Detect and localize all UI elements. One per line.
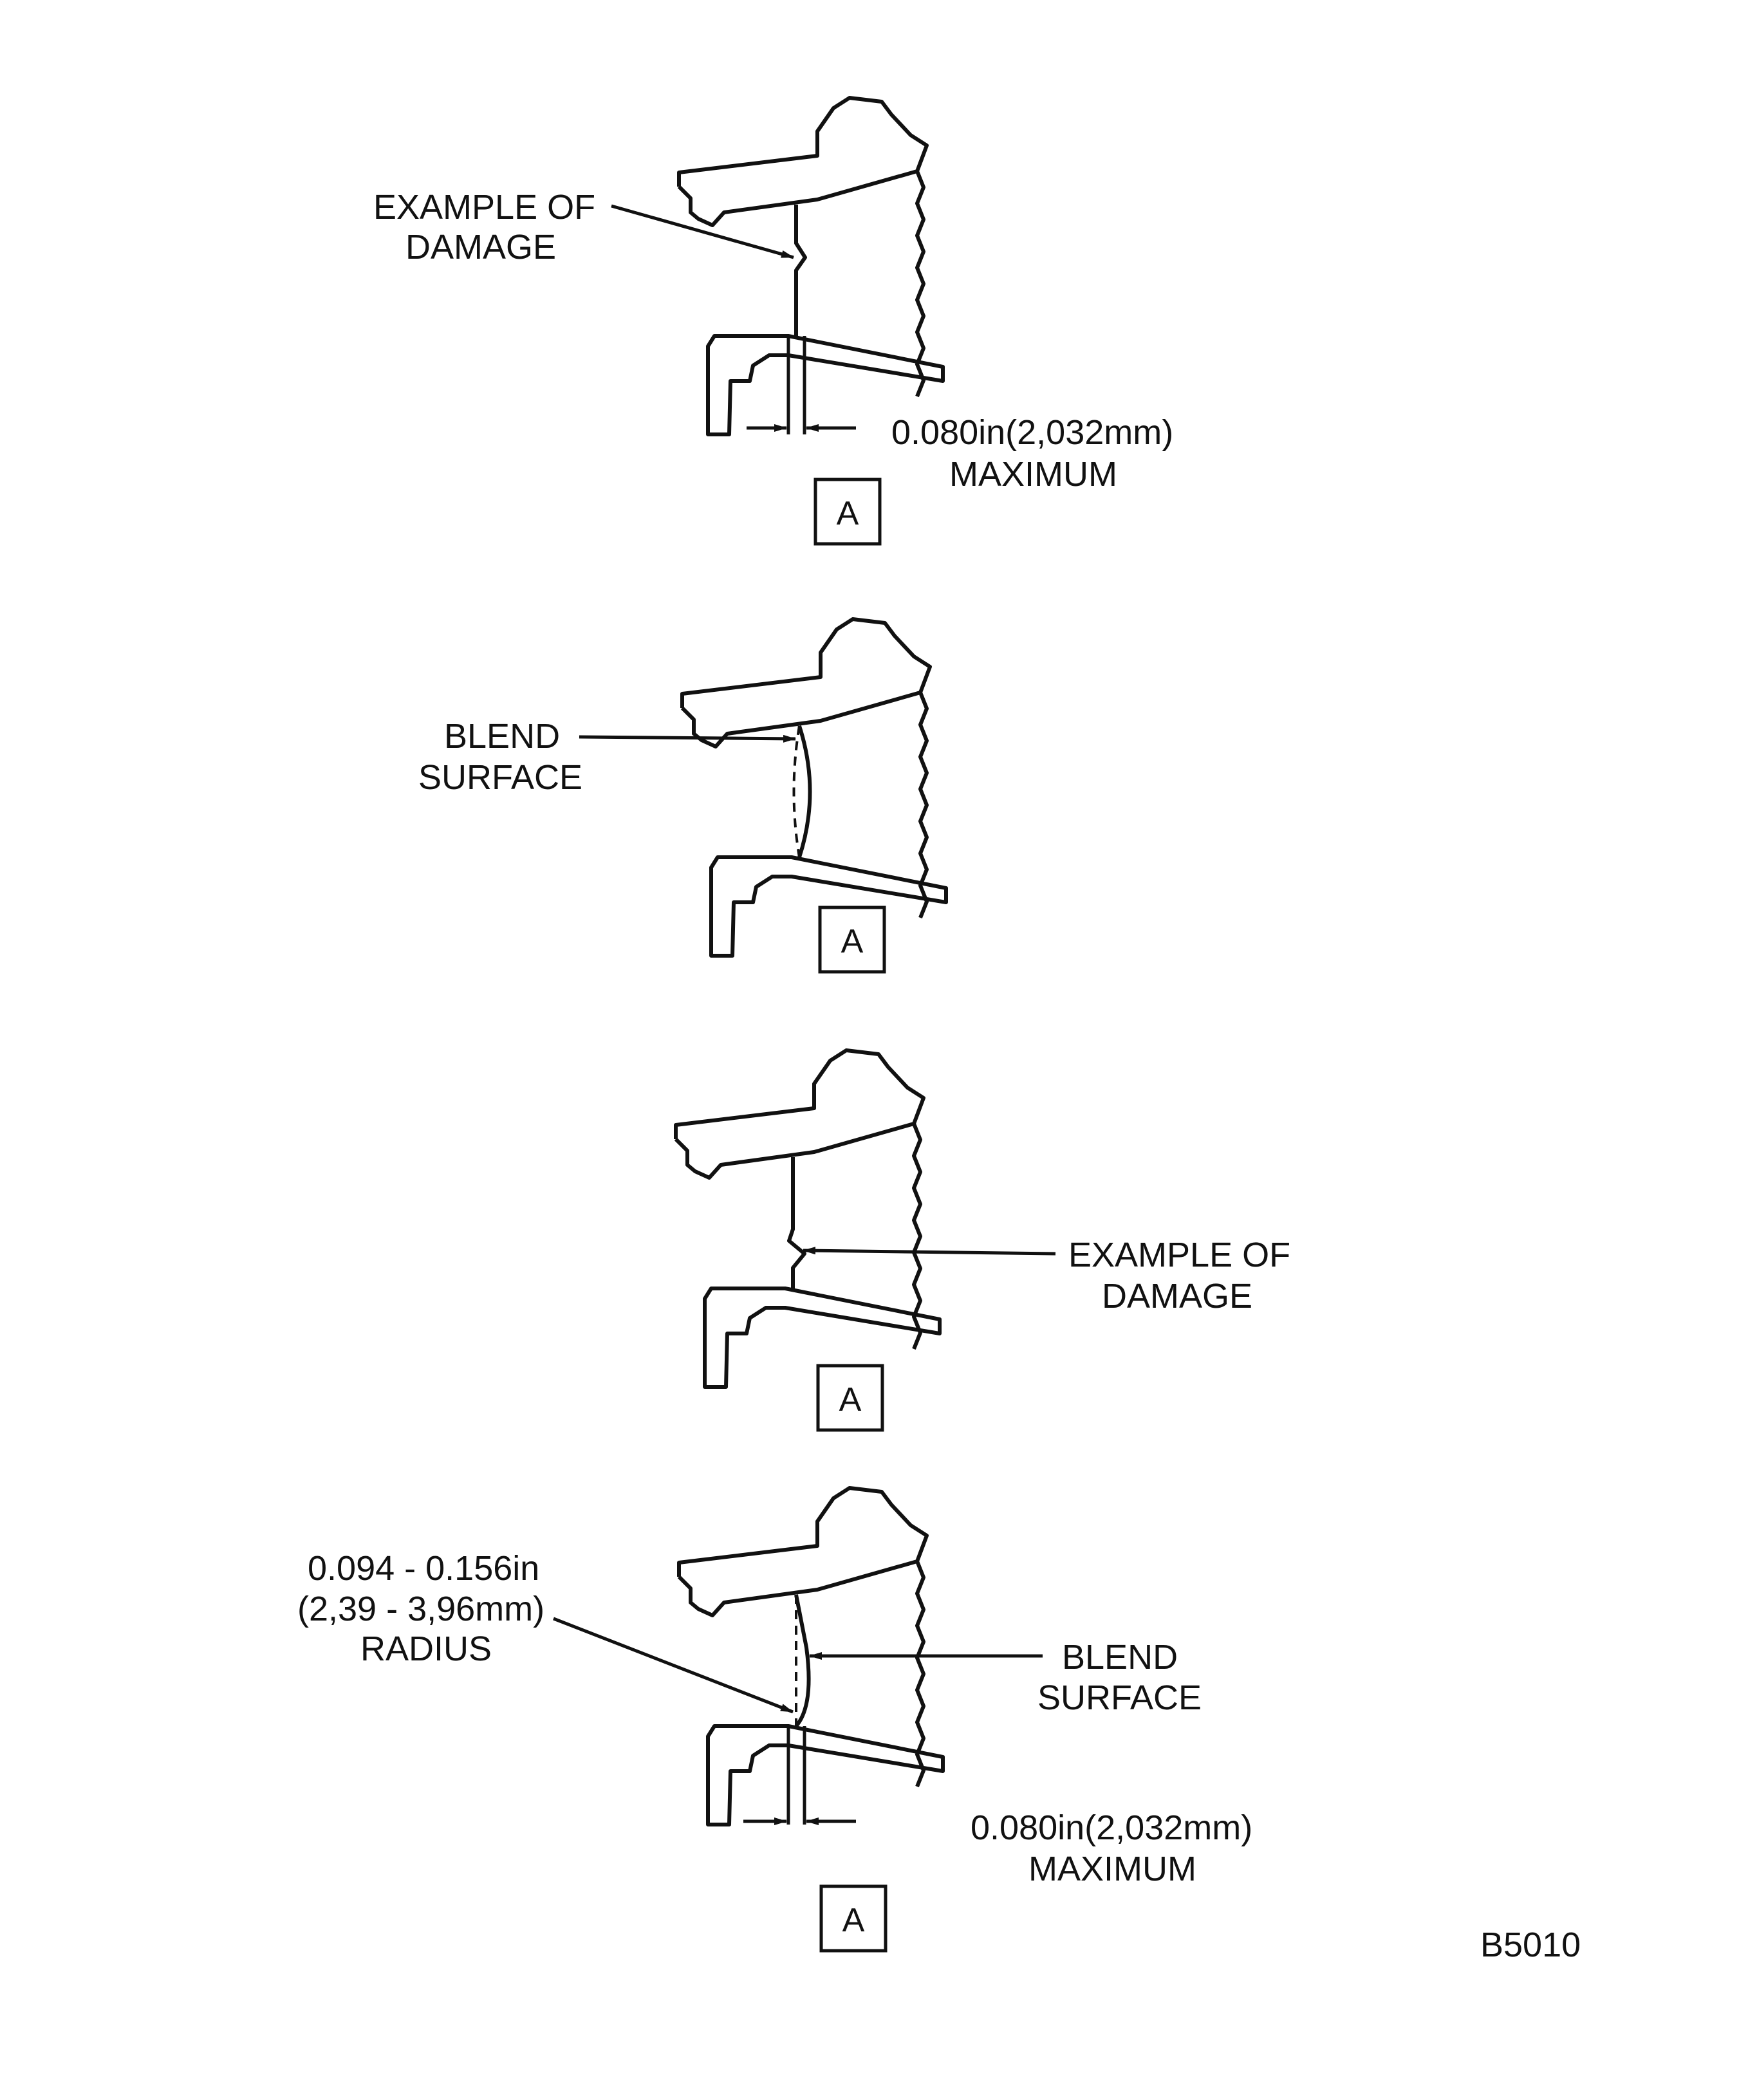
blade-section	[679, 98, 943, 434]
view-label-box	[819, 1884, 888, 1953]
leading-edge-damage	[787, 1157, 806, 1288]
damage-leader-3	[803, 1247, 1056, 1256]
figure-id: B5010	[1480, 1926, 1581, 1964]
view-label: A	[839, 1381, 862, 1418]
view-2	[682, 619, 946, 956]
blade-section	[676, 1050, 940, 1387]
blade-section	[682, 619, 946, 956]
view-label: A	[842, 1902, 865, 1939]
original-edge-dashed	[792, 725, 801, 858]
callout-dim-line1: 0.080in(2,032mm)	[971, 1808, 1252, 1847]
callout-radius-line3: RADIUS	[360, 1630, 492, 1668]
callout-dim-line1: 0.080in(2,032mm)	[891, 413, 1173, 452]
leading-edge-damage	[794, 205, 807, 336]
blend-profile	[794, 1594, 811, 1727]
callout-dim-line2: MAXIMUM	[949, 455, 1117, 494]
view-1	[679, 98, 943, 434]
view-label-box	[816, 1364, 884, 1432]
blend-leader-2	[579, 734, 796, 743]
callout-damage-line2: DAMAGE	[1102, 1277, 1252, 1315]
callout-damage-line1: EXAMPLE OF	[1068, 1236, 1290, 1274]
callout-radius-line1: 0.094 - 0.156in	[308, 1549, 539, 1588]
callout-radius-line2: (2,39 - 3,96mm)	[297, 1590, 544, 1628]
callout-dim-line2: MAXIMUM	[1028, 1850, 1196, 1888]
callout-damage-line2: DAMAGE	[405, 228, 556, 266]
view-4	[679, 1488, 943, 1825]
callout-blend-line1: BLEND	[1062, 1638, 1178, 1677]
view-label: A	[841, 923, 864, 960]
view-label: A	[837, 495, 859, 532]
view-label-box	[818, 906, 886, 974]
radius-leader-4	[553, 1617, 794, 1714]
callout-blend-line2: SURFACE	[1037, 1678, 1202, 1717]
blend-profile	[797, 725, 812, 858]
view-3	[676, 1050, 940, 1387]
view-label-box	[813, 478, 882, 546]
callout-blend-line1: BLEND	[444, 717, 560, 756]
damage-leader-1	[611, 204, 794, 259]
callout-blend-line2: SURFACE	[418, 758, 582, 797]
callout-damage-line1: EXAMPLE OF	[373, 188, 595, 227]
